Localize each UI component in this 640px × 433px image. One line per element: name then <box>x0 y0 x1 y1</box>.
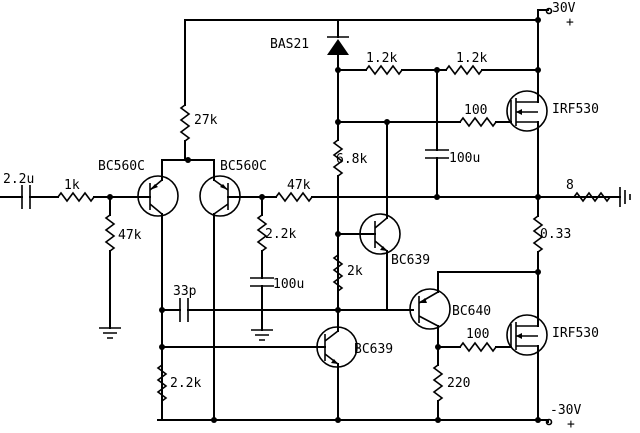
lower-left-resistor-label: 2.2k <box>170 376 201 391</box>
gate-resistor-bottom-label: 100 <box>466 327 489 342</box>
feedback-resistor: 47k <box>261 178 621 203</box>
resistor-220-label: 220 <box>447 376 470 391</box>
gate-resistor-top-label: 100 <box>464 103 487 118</box>
emitter-resistor: 0.33 <box>532 196 571 273</box>
current-source-transistor-label: BC639 <box>354 342 393 357</box>
diode-label: BAS21 <box>270 37 309 52</box>
bootstrap-resistor-1: 1.2k <box>337 51 447 76</box>
vbe-resistor-bottom-label: 2k <box>347 264 363 279</box>
input-capacitor-label: 2.2u <box>3 172 34 187</box>
feedback-ground-resistor: 2.2k <box>256 196 296 279</box>
vbe-resistor-top: 6.8k <box>332 139 367 256</box>
emitter-resistor-label: 0.33 <box>540 227 571 242</box>
mosfet-top-label: IRF530 <box>552 102 599 117</box>
input-resistor: 1k <box>57 178 146 203</box>
vbe-resistor-top-label: 6.8k <box>336 152 367 167</box>
tail-resistor: 27k <box>179 19 218 161</box>
lower-left-resistor: 2.2k <box>156 364 201 402</box>
input-resistor-label: 1k <box>64 178 80 193</box>
q1-transistor: BC560C <box>98 159 179 421</box>
bootstrap-resistor-1-label: 1.2k <box>366 51 397 66</box>
bootstrap-capacitor: 100u <box>425 69 480 198</box>
resistor-220: 220 <box>432 364 470 421</box>
positive-rail: 30V + <box>184 1 576 30</box>
load-resistor-label: 8 <box>566 178 574 193</box>
bias-resistor: 47k <box>99 196 142 339</box>
driver-transistor: BC640 <box>409 271 491 366</box>
positive-supply-plus: + <box>566 15 574 30</box>
compensation-capacitor: 33p <box>161 284 414 322</box>
q2-label: BC560C <box>220 159 267 174</box>
mosfet-bottom-label: IRF530 <box>552 326 599 341</box>
vbe-resistor-bottom: 2k <box>332 254 363 332</box>
negative-supply-label: -30V <box>550 403 581 418</box>
q2-transistor: BC560C <box>199 159 267 421</box>
q1-label: BC560C <box>98 159 145 174</box>
vbe-transistor: BC639 <box>359 121 430 311</box>
bootstrap-resistor-2: 1.2k <box>445 51 539 76</box>
driver-transistor-label: BC640 <box>452 304 491 319</box>
negative-supply-plus: + <box>567 417 575 432</box>
compensation-capacitor-label: 33p <box>173 284 197 299</box>
feedback-ground-resistor-label: 2.2k <box>265 227 296 242</box>
vbe-transistor-label: BC639 <box>391 253 430 268</box>
input-capacitor: 2.2u <box>0 172 59 209</box>
bootstrap-capacitor-label: 100u <box>449 151 480 166</box>
bootstrap-resistor-2-label: 1.2k <box>456 51 487 66</box>
feedback-ground-capacitor-label: 100u <box>273 277 304 292</box>
mosfet-top: IRF530 <box>506 19 599 198</box>
mosfet-bottom: IRF530 <box>506 271 599 421</box>
gate-resistor-top: 100 <box>459 103 512 128</box>
load-resistor: 8 <box>566 178 631 207</box>
bias-resistor-label: 47k <box>118 228 142 243</box>
positive-supply-label: 30V <box>552 1 576 16</box>
gate-resistor-bottom: 100 <box>437 327 512 353</box>
feedback-ground-capacitor: 100u <box>250 277 304 341</box>
negative-rail: -30V + <box>157 403 581 432</box>
feedback-resistor-label: 47k <box>287 178 311 193</box>
tail-resistor-label: 27k <box>194 113 218 128</box>
